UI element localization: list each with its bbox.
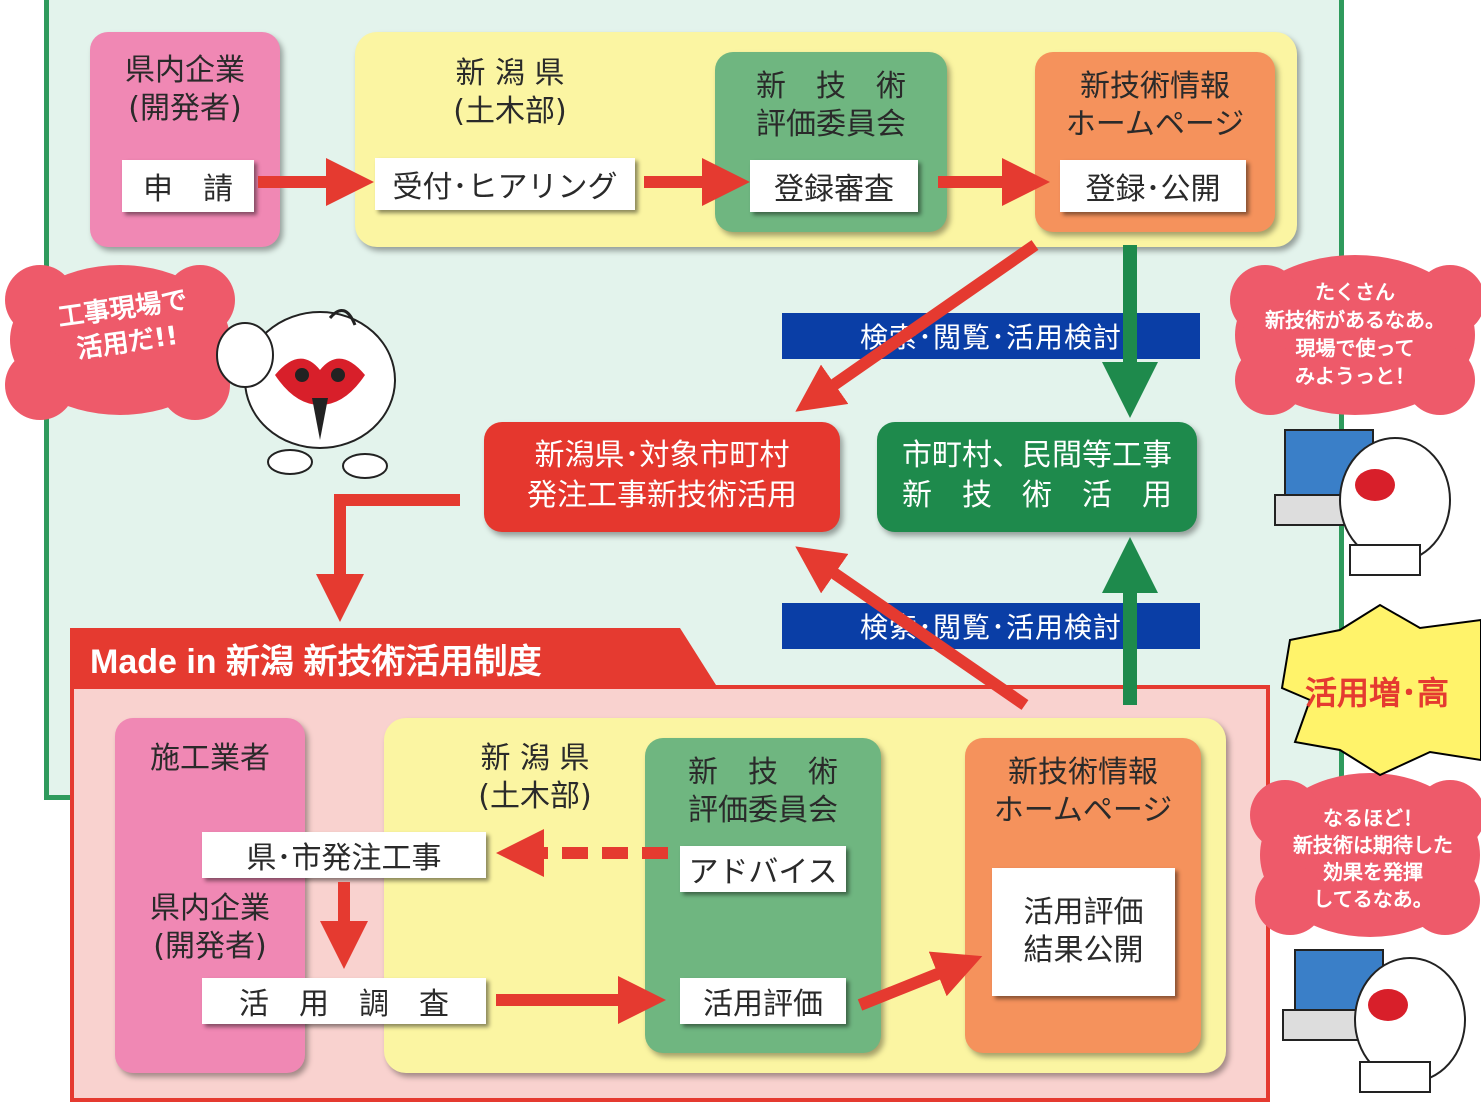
- arrow-prefecture-use-to-system: [316, 494, 460, 622]
- evaluation-result-text: 活用評価 結果公開: [1023, 895, 1144, 968]
- committee-title-bottom: 新 技 術 評価委員会: [688, 755, 838, 828]
- evaluation-result-box: 活用評価 結果公開: [992, 868, 1175, 996]
- arrow-results-to-prefecture-use: [795, 546, 1029, 710]
- applicant-title: 県内企業 (開発者): [125, 53, 245, 126]
- burst-text: 活用増･高: [1305, 674, 1450, 712]
- committee-box: 新 技 術 評価委員会 登録審査: [715, 52, 947, 232]
- apply-box: 申 請: [122, 160, 254, 212]
- mascot-computer-top: [1274, 429, 1451, 576]
- right-bottom-bubble-shape: [1250, 773, 1481, 937]
- homepage-title: 新技術情報 ホームページ: [1065, 69, 1245, 142]
- developer-title: 県内企業 (開発者): [150, 891, 270, 964]
- burst-shape: [1280, 603, 1481, 777]
- prefecture-title: 新 潟 県 (土木部): [453, 56, 567, 129]
- mascot-computer-bottom: [1282, 949, 1466, 1093]
- advice-box: アドバイス: [680, 846, 846, 892]
- homepage-title-bottom: 新技術情報 ホームページ: [993, 755, 1173, 828]
- evaluation-box: 活用評価: [680, 978, 846, 1024]
- prefecture-title-bottom: 新 潟 県 (土木部): [478, 741, 592, 814]
- survey-box: 活 用 調 査: [202, 978, 486, 1024]
- contractor-title: 施工業者: [150, 741, 270, 776]
- committee-title: 新 技 術 評価委員会: [756, 69, 906, 142]
- right-bottom-bubble-text: なるほど！ 新技術は期待した 効果を発揮 してるなあ。: [1293, 806, 1453, 911]
- right-top-bubble-text: たくさん 新技術があるなあ。 現場で使って みようっと！: [1265, 280, 1445, 388]
- reception-box: 受付･ヒアリング: [375, 158, 635, 210]
- system-title: Made in 新潟 新技術活用制度: [90, 643, 542, 681]
- register-publish-box: 登録･公開: [1060, 160, 1246, 212]
- municipal-outcome-box: 市町村、民間等工事 新 技 術 活 用: [877, 422, 1197, 532]
- arrow-homepage-to-prefecture-use: [795, 240, 1039, 412]
- prefecture-outcome-box: 新潟県･対象市町村 発注工事新技術活用: [484, 422, 840, 532]
- left-bubble-shape: [5, 265, 235, 420]
- mascot-left: [216, 309, 396, 479]
- committee-box-bottom: 新 技 術 評価委員会 アドバイス 活用評価: [645, 738, 881, 1053]
- homepage-box: 新技術情報 ホームページ 登録･公開: [1035, 52, 1275, 232]
- arrow-evaluation-to-result: [857, 951, 983, 1011]
- order-work-box: 県･市発注工事: [202, 832, 486, 878]
- applicant-box: 県内企業 (開発者) 申 請: [90, 32, 280, 247]
- homepage-box-bottom: 新技術情報 ホームページ 活用評価 結果公開: [965, 738, 1201, 1053]
- registration-review-box: 登録審査: [750, 160, 918, 212]
- right-top-bubble-shape: [1230, 255, 1481, 415]
